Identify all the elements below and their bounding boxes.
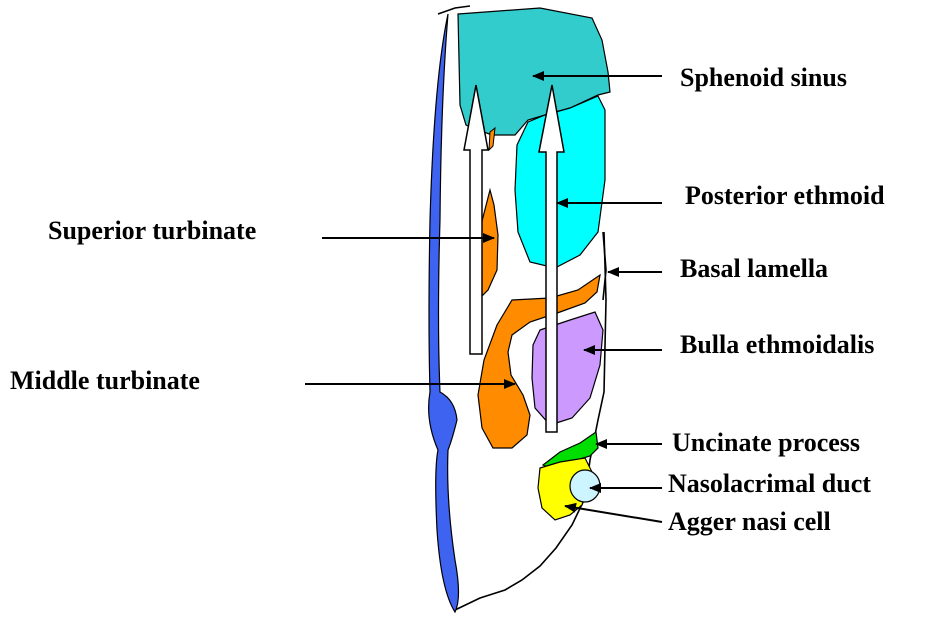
label-posterior-ethmoid: Posterior ethmoid — [685, 181, 885, 210]
label-nasolacrimal-duct: Nasolacrimal duct — [668, 469, 871, 498]
label-bulla-ethmoidalis: Bulla ethmoidalis — [680, 330, 874, 359]
label-middle-turbinate: Middle turbinate — [10, 366, 200, 395]
label-sphenoid-sinus: Sphenoid sinus — [680, 63, 847, 92]
agger-nasi-cell-pointer — [565, 506, 662, 522]
label-superior-turbinate: Superior turbinate — [48, 216, 256, 245]
nasolacrimal-duct-shape — [570, 470, 600, 502]
label-agger-nasi-cell: Agger nasi cell — [668, 507, 831, 536]
posterior-ethmoid-shape — [515, 96, 605, 268]
label-basal-lamella: Basal lamella — [680, 254, 828, 283]
bulla-ethmoidalis-shape — [532, 312, 603, 425]
septum-shape — [429, 14, 459, 612]
label-uncinate-process: Uncinate process — [672, 428, 860, 457]
